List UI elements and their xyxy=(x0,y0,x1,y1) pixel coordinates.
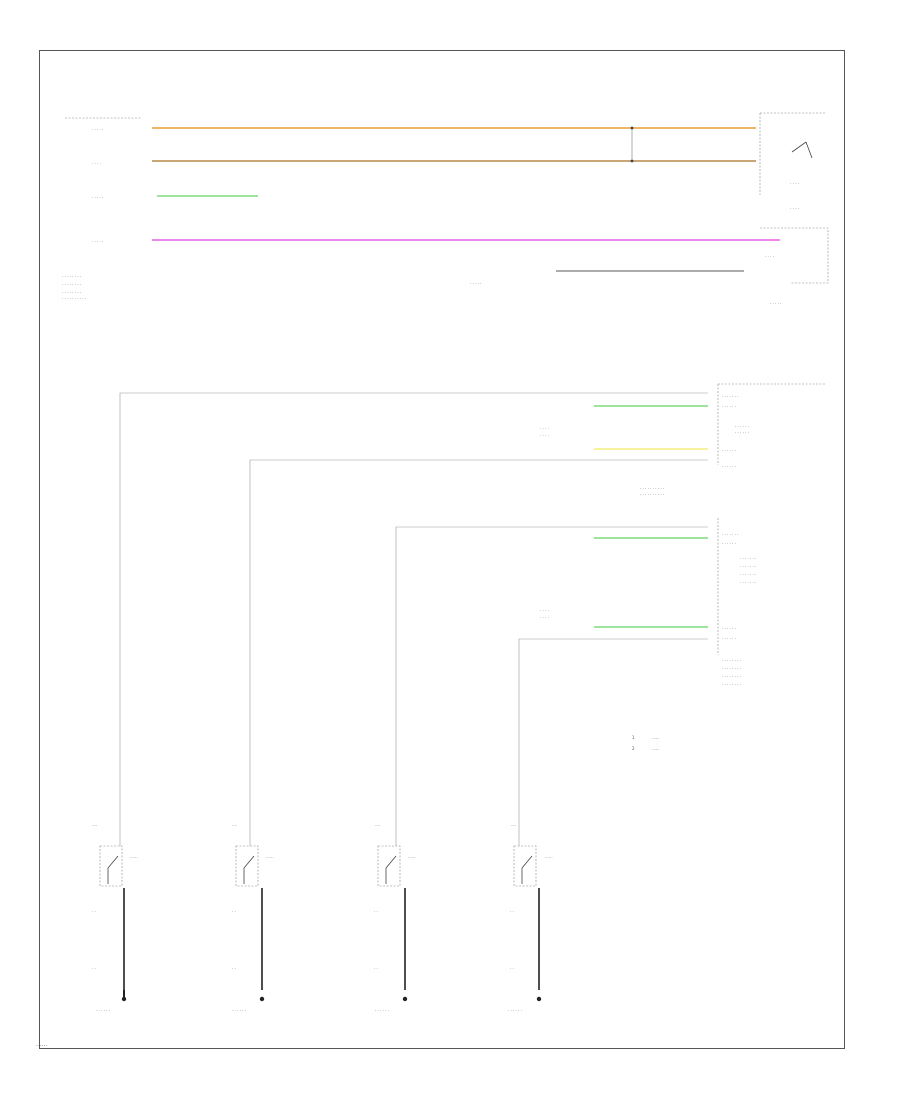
svg-text:· · · · · · · ·: · · · · · · · · xyxy=(722,666,741,671)
svg-text:· · · ·: · · · · xyxy=(765,254,774,259)
svg-text:· · · · · · · · · ·: · · · · · · · · · · xyxy=(640,492,664,497)
svg-text:· ·: · · xyxy=(232,966,236,971)
feed-line-left-rear xyxy=(395,526,708,846)
svg-text:· · · ·: · · · · xyxy=(540,608,549,613)
svg-text:· ·: · · xyxy=(232,909,236,914)
svg-text:· · · · · · · ·: · · · · · · · · xyxy=(62,282,81,287)
svg-text:· · · · ·: · · · · · xyxy=(92,127,103,132)
svg-text:· · · · · ·: · · · · · · xyxy=(722,404,736,409)
seatbelt-switch-outline xyxy=(759,112,826,195)
svg-text:· · · · · · ·: · · · · · · · xyxy=(740,564,757,569)
diagram-frame xyxy=(39,50,845,1049)
switch-name: ...... xyxy=(266,854,274,859)
svg-text:· · · · · · ·: · · · · · · · xyxy=(740,572,757,577)
legend-text-1: ...... xyxy=(652,735,660,740)
svg-text:· · · · · ·: · · · · · · xyxy=(722,448,736,453)
seatbelt-switch-symbol xyxy=(791,141,813,159)
switch-driver: .... ...... xyxy=(92,822,138,1002)
switch-top-label: .... xyxy=(92,822,97,827)
legend-text-2: ...... xyxy=(652,746,660,751)
svg-text:· ·: · · xyxy=(374,966,378,971)
svg-text:· · · · · · ·: · · · · · · · xyxy=(740,580,757,585)
svg-text:· · · · · · · · · ·: · · · · · · · · · · xyxy=(62,296,86,301)
legend-num-2: 2 xyxy=(632,746,635,751)
svg-text:· · · · · ·: · · · · · · xyxy=(735,424,749,429)
svg-text:· · · · · · ·: · · · · · · · xyxy=(740,556,757,561)
svg-text:· · · · · · ·: · · · · · · · xyxy=(722,394,739,399)
switch-name: ...... xyxy=(408,854,416,859)
svg-text:· · · ·: · · · · xyxy=(540,433,549,438)
right-connector-1 xyxy=(717,383,826,465)
feed-line-driver xyxy=(119,392,708,846)
svg-text:· · · · · · · ·: · · · · · · · · xyxy=(62,290,81,295)
splice-dot-top xyxy=(630,126,634,130)
passenger-switch-outline xyxy=(760,227,829,284)
diagram-code: ...... xyxy=(36,1041,48,1048)
svg-text:· · · · ·: · · · · · xyxy=(92,239,103,244)
feed-line-right-rear xyxy=(518,638,708,846)
svg-text:· ·: · · xyxy=(92,909,96,914)
svg-text:· · · · · ·: · · · · · · xyxy=(508,1008,522,1013)
svg-text:· · · · · ·: · · · · · · xyxy=(722,636,736,641)
svg-text:· · · · ·: · · · · · xyxy=(92,195,103,200)
svg-text:· · · · · · · ·: · · · · · · · · xyxy=(62,274,81,279)
svg-text:· ·: · · xyxy=(510,909,514,914)
svg-text:· · · ·: · · · · xyxy=(92,161,101,166)
svg-text:· · · · · ·: · · · · · · xyxy=(735,430,749,435)
switch-passenger: .... ...... xyxy=(232,822,274,1002)
svg-text:· · · · · · · · · ·: · · · · · · · · · · xyxy=(640,486,664,491)
svg-text:· · · · · · · ·: · · · · · · · · xyxy=(722,658,741,663)
switch-name: ...... xyxy=(545,854,553,859)
svg-text:· · · · · ·: · · · · · · xyxy=(722,541,736,546)
right-connector-section: · · · · · · · · · · · · · · · · · · · · … xyxy=(119,383,826,846)
svg-text:· · · · · · · ·: · · · · · · · · xyxy=(722,674,741,679)
right-connector-labels: · · · · · · · · · · · · · · · · · · · · … xyxy=(540,394,757,687)
svg-text:· ·: · · xyxy=(510,966,514,971)
top-connector-section: · · · · · · · · · · · · · · · · · · · · … xyxy=(62,112,829,306)
svg-text:· · · · · ·: · · · · · · xyxy=(375,1008,389,1013)
svg-text:· · · ·: · · · · xyxy=(540,426,549,431)
svg-text:· · · · · ·: · · · · · · xyxy=(722,626,736,631)
legend-num-1: 1 xyxy=(632,735,635,740)
svg-text:· · · · ·: · · · · · xyxy=(770,301,781,306)
svg-text:· · · · · · · ·: · · · · · · · · xyxy=(722,682,741,687)
svg-text:· · · · · · ·: · · · · · · · xyxy=(722,532,739,537)
svg-text:· · · · · ·: · · · · · · xyxy=(232,1008,246,1013)
splice-dot-bottom xyxy=(630,159,634,163)
svg-text:· · · · ·: · · · · · xyxy=(470,281,481,286)
switch-top-label: .... xyxy=(511,822,516,827)
switch-top-label: .... xyxy=(375,822,380,827)
svg-text:· · · ·: · · · · xyxy=(790,206,799,211)
top-wire-labels: · · · · · · · · · · · · · · · · · · · · … xyxy=(62,127,799,306)
switch-right-rear: .... ...... xyxy=(511,822,553,1002)
svg-text:· · · · · ·: · · · · · · xyxy=(722,464,736,469)
svg-text:· ·: · · xyxy=(92,966,96,971)
svg-text:· · · ·: · · · · xyxy=(790,181,799,186)
feed-line-passenger xyxy=(249,459,708,846)
svg-text:· ·: · · xyxy=(374,909,378,914)
ground-labels: · · · · · · · · · · · · · · · · · · · · … xyxy=(92,909,522,1013)
legend: 1 ...... 2 ...... xyxy=(632,735,660,751)
svg-text:· · · · · ·: · · · · · · xyxy=(96,1008,110,1013)
switch-top-label: .... xyxy=(232,822,237,827)
switch-name: ...... xyxy=(130,854,138,859)
svg-text:· · · ·: · · · · xyxy=(540,615,549,620)
switch-left-rear: .... ...... xyxy=(375,822,416,1002)
